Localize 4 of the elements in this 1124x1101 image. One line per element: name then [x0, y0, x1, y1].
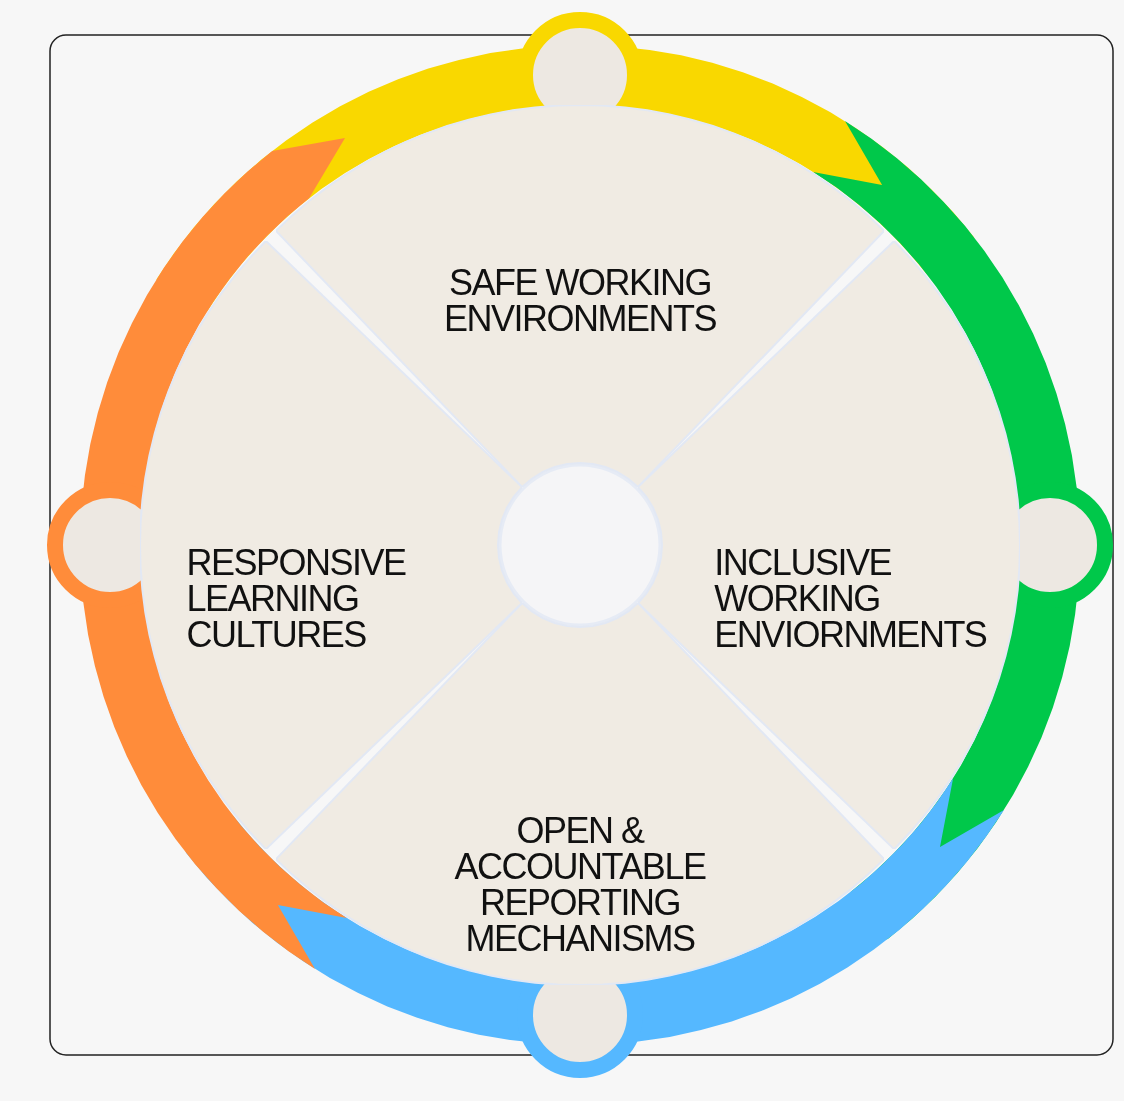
sector-label: INCLUSIVE WORKING ENVIORNMENTS [714, 545, 988, 653]
sector-label: RESPONSIVE LEARNING CULTURES [186, 545, 407, 653]
sector-label: SAFE WORKING ENVIRONMENTS [442, 265, 717, 338]
sector-label: OPEN & ACCOUNTABLE REPORTING MECHANISMS [453, 813, 707, 958]
